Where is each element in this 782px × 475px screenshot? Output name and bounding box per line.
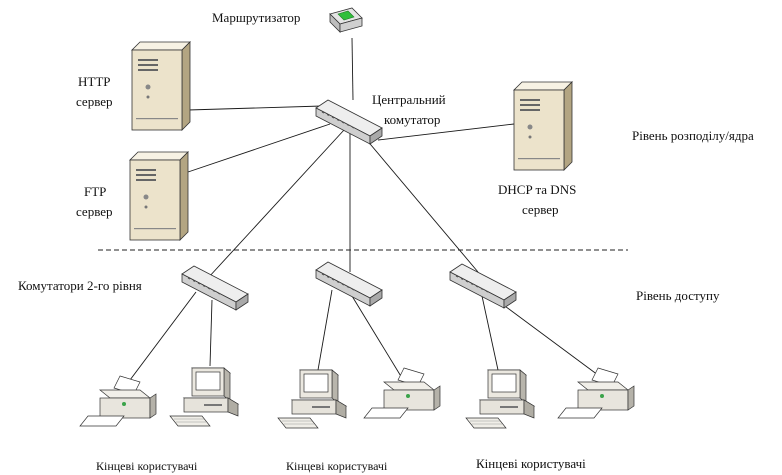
http-server-icon (131, 41, 191, 131)
link-switch1-pc (209, 299, 213, 367)
printer-2-icon (363, 367, 441, 419)
central-switch-label-2: комутатор (384, 112, 440, 127)
central-switch-label-1: Центральний (372, 92, 446, 107)
http-server-label-1: HTTP (78, 74, 111, 89)
access-switches-label: Комутатори 2-го рівня (18, 278, 142, 293)
http-server-label-2: сервер (76, 94, 113, 109)
link-switch3-printer (493, 297, 603, 379)
link-central-switch-3 (359, 131, 479, 273)
access-switch-1-icon (181, 265, 249, 311)
layer-access-label: Рівень доступу (636, 288, 720, 303)
end-users-label-2: Кінцеві користувачі (286, 459, 388, 473)
layer-core-label: Рівень розподілу/ядра (632, 128, 754, 143)
link-switch2-printer (351, 295, 403, 379)
link-central-dhcp (377, 123, 515, 141)
ftp-server-icon (129, 151, 189, 241)
link-switch1-printer (123, 291, 197, 389)
link-switch2-pc (317, 289, 333, 371)
printer-1-icon (79, 375, 157, 427)
link-ftp-central (187, 123, 331, 173)
router (329, 7, 363, 33)
dhcp-dns-server-label-2: сервер (522, 202, 559, 217)
pc-2-icon (277, 369, 347, 429)
printer-3-icon (557, 367, 635, 419)
ftp-server-label-1: FTP (84, 184, 106, 199)
connection-lines (123, 37, 603, 389)
pc-1-icon (169, 367, 239, 427)
end-users-label-1: Кінцеві користувачі (96, 459, 198, 473)
link-http-central (187, 105, 323, 111)
access-switch-2-icon (315, 261, 383, 307)
pc-3-icon (465, 369, 535, 429)
router-label: Маршрутизатор (212, 10, 300, 25)
dhcp-dns-server-icon (513, 81, 573, 171)
ftp-server-label-2: сервер (76, 204, 113, 219)
link-switch3-pc (481, 295, 499, 371)
end-users-label-3: Кінцеві користувачі (476, 456, 586, 471)
dhcp-dns-server-label-1: DHCP та DNS (498, 182, 576, 197)
link-central-switch-1 (207, 129, 345, 279)
link-router-central (351, 37, 354, 101)
